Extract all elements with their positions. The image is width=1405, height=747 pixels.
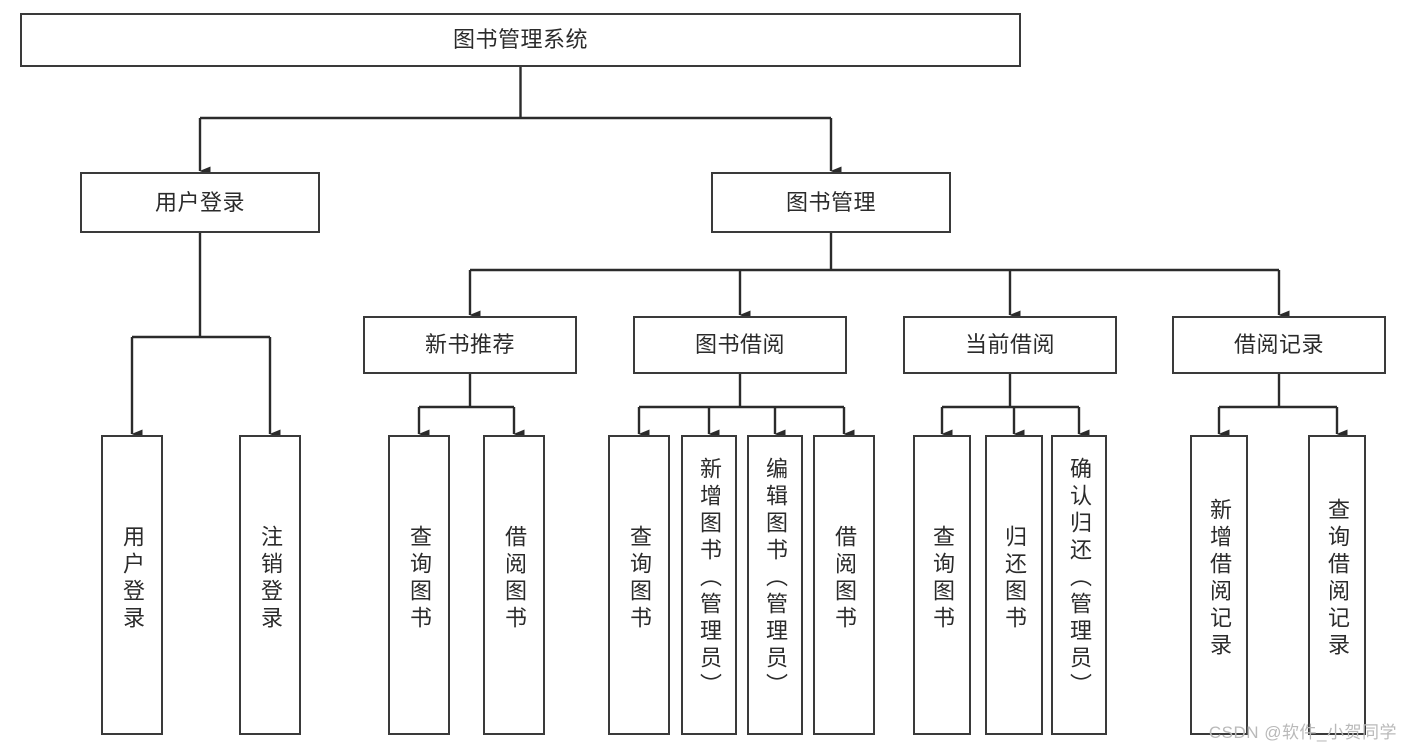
node-label: 新增借阅记录: [1207, 498, 1232, 660]
node-label: 借阅图书: [502, 525, 527, 633]
node-l_edit[interactable]: 编辑图书（管理员）: [747, 435, 803, 735]
node-l_confirm[interactable]: 确认归还（管理员）: [1051, 435, 1107, 735]
node-login[interactable]: 用户登录: [80, 172, 320, 233]
node-label: 图书管理系统: [452, 27, 588, 53]
watermark-text: CSDN @软件_小贺同学: [1208, 723, 1397, 742]
node-records[interactable]: 借阅记录: [1172, 316, 1386, 374]
node-l_b1[interactable]: 借阅图书: [483, 435, 545, 735]
node-label: 图书管理: [785, 189, 876, 215]
node-borrow[interactable]: 图书借阅: [633, 316, 847, 374]
node-l_logout[interactable]: 注销登录: [239, 435, 301, 735]
node-l_qrec[interactable]: 查询借阅记录: [1308, 435, 1366, 735]
node-label: 查询图书: [627, 525, 652, 633]
node-l_q2[interactable]: 查询图书: [608, 435, 670, 735]
node-label: 查询图书: [930, 525, 955, 633]
node-label: 编辑图书（管理员）: [763, 457, 788, 700]
node-l_q3[interactable]: 查询图书: [913, 435, 971, 735]
node-l_return[interactable]: 归还图书: [985, 435, 1043, 735]
node-l_addrec[interactable]: 新增借阅记录: [1190, 435, 1248, 735]
node-label: 归还图书: [1002, 525, 1027, 633]
node-label: 借阅记录: [1233, 332, 1324, 358]
node-label: 借阅图书: [832, 525, 857, 633]
node-label: 确认归还（管理员）: [1067, 457, 1092, 700]
node-label: 用户登录: [154, 189, 245, 215]
node-l_b2[interactable]: 借阅图书: [813, 435, 875, 735]
node-bookmgmt[interactable]: 图书管理: [711, 172, 951, 233]
node-label: 图书借阅: [694, 332, 785, 358]
node-l_add[interactable]: 新增图书（管理员）: [681, 435, 737, 735]
node-l_login[interactable]: 用户登录: [101, 435, 163, 735]
node-newbook[interactable]: 新书推荐: [363, 316, 577, 374]
node-l_q1[interactable]: 查询图书: [388, 435, 450, 735]
node-label: 新书推荐: [424, 332, 515, 358]
node-label: 用户登录: [120, 525, 145, 633]
node-label: 注销登录: [258, 525, 283, 633]
node-label: 查询借阅记录: [1325, 498, 1350, 660]
node-current[interactable]: 当前借阅: [903, 316, 1117, 374]
node-label: 当前借阅: [964, 332, 1055, 358]
node-label: 新增图书（管理员）: [697, 457, 722, 700]
node-label: 查询图书: [407, 525, 432, 633]
node-root[interactable]: 图书管理系统: [20, 13, 1021, 67]
